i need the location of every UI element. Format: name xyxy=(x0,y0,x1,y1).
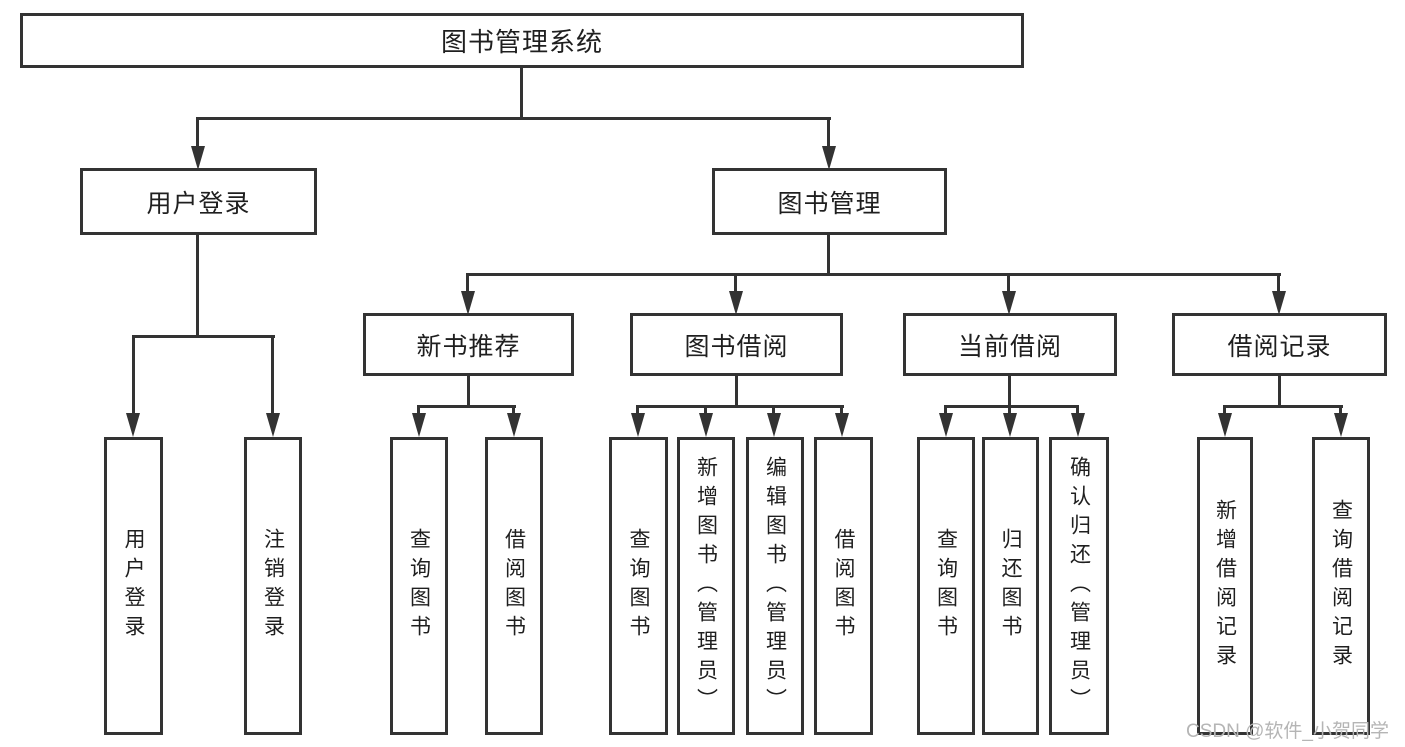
watermark-text: CSDN @软件_小贺同学 xyxy=(1186,721,1389,742)
node-new-book-recommendation: 新书推荐 xyxy=(363,313,574,376)
connector-line xyxy=(520,68,523,117)
connector-line xyxy=(1277,273,1280,291)
connector-line xyxy=(840,405,843,417)
arrowhead-down-icon xyxy=(412,413,426,437)
connector-line xyxy=(417,405,420,417)
connector-line xyxy=(196,235,199,335)
arrowhead-down-icon xyxy=(1002,291,1016,315)
node-label: 图书管理系统 xyxy=(440,27,603,57)
arrowhead-down-icon xyxy=(1272,291,1286,315)
connector-line xyxy=(636,405,844,408)
leaf-add-books-admin: 新增图书（管理员） xyxy=(677,437,735,735)
leaf-query-books: 查询图书 xyxy=(390,437,448,735)
connector-line xyxy=(827,117,830,148)
connector-line xyxy=(1008,405,1011,417)
connector-line xyxy=(1339,405,1342,417)
leaf-label: 编辑图书（管理员） xyxy=(763,455,787,717)
leaf-label: 新增借阅记录 xyxy=(1213,499,1237,673)
leaf-query-borrowing-record: 查询借阅记录 xyxy=(1312,437,1370,735)
connector-line xyxy=(944,405,947,417)
node-library-management-system: 图书管理系统 xyxy=(20,13,1024,68)
leaf-user-login: 用户登录 xyxy=(104,437,163,735)
connector-line xyxy=(132,335,135,415)
connector-line xyxy=(196,117,831,120)
arrowhead-down-icon xyxy=(191,146,205,170)
connector-line xyxy=(417,405,516,408)
node-label: 新书推荐 xyxy=(416,332,521,361)
arrowhead-down-icon xyxy=(126,413,140,437)
node-borrowing-records: 借阅记录 xyxy=(1172,313,1387,376)
arrowhead-down-icon xyxy=(1071,413,1085,437)
arrowhead-down-icon xyxy=(1334,413,1348,437)
arrowhead-down-icon xyxy=(1003,413,1017,437)
node-label: 借阅记录 xyxy=(1227,332,1332,361)
leaf-logout-login: 注销登录 xyxy=(244,437,302,735)
leaf-label: 借阅图书 xyxy=(832,528,855,644)
node-user-login: 用户登录 xyxy=(80,168,317,235)
leaf-confirm-return-admin: 确认归还（管理员） xyxy=(1049,437,1109,735)
leaf-label: 查询图书 xyxy=(627,528,650,644)
connector-line xyxy=(271,335,274,415)
arrowhead-down-icon xyxy=(266,413,280,437)
connector-line xyxy=(466,273,1281,276)
arrowhead-down-icon xyxy=(822,146,836,170)
node-label: 当前借阅 xyxy=(957,332,1062,361)
connector-line xyxy=(636,405,639,417)
leaf-label: 确认归还（管理员） xyxy=(1067,455,1091,717)
arrowhead-down-icon xyxy=(1218,413,1232,437)
arrowhead-down-icon xyxy=(507,413,521,437)
connector-line xyxy=(827,235,830,273)
arrowhead-down-icon xyxy=(461,291,475,315)
leaf-edit-books-admin: 编辑图书（管理员） xyxy=(746,437,804,735)
connector-line xyxy=(1076,405,1079,417)
leaf-label: 查询图书 xyxy=(934,528,958,644)
leaf-return-books: 归还图书 xyxy=(982,437,1039,735)
node-label: 图书借阅 xyxy=(684,332,789,361)
leaf-label: 新增图书（管理员） xyxy=(694,455,718,717)
connector-line xyxy=(466,273,469,291)
leaf-label: 查询图书 xyxy=(407,528,431,644)
leaf-borrow-books: 借阅图书 xyxy=(485,437,543,735)
leaf-label: 查询借阅记录 xyxy=(1329,499,1353,673)
arrowhead-down-icon xyxy=(631,413,645,437)
leaf-query-books-2: 查询图书 xyxy=(609,437,668,735)
connector-line xyxy=(1278,376,1281,405)
connector-line xyxy=(735,376,738,405)
connector-line xyxy=(1008,376,1011,405)
node-label: 图书管理 xyxy=(777,189,882,218)
connector-line xyxy=(132,335,275,338)
arrowhead-down-icon xyxy=(699,413,713,437)
leaf-label: 注销登录 xyxy=(261,528,285,644)
connector-line xyxy=(772,405,775,417)
node-label: 用户登录 xyxy=(146,189,251,218)
connector-line xyxy=(1223,405,1343,408)
connector-line xyxy=(944,405,1079,408)
connector-line xyxy=(467,376,470,405)
leaf-add-borrowing-record: 新增借阅记录 xyxy=(1197,437,1253,735)
leaf-label: 借阅图书 xyxy=(502,528,526,644)
arrowhead-down-icon xyxy=(939,413,953,437)
node-book-borrowing: 图书借阅 xyxy=(630,313,843,376)
arrowhead-down-icon xyxy=(835,413,849,437)
connector-line xyxy=(512,405,515,417)
node-book-management: 图书管理 xyxy=(712,168,947,235)
connector-line xyxy=(734,273,737,291)
connector-line xyxy=(1223,405,1226,417)
leaf-query-books-3: 查询图书 xyxy=(917,437,975,735)
connector-line xyxy=(196,117,199,148)
arrowhead-down-icon xyxy=(767,413,781,437)
leaf-label: 用户登录 xyxy=(122,528,145,644)
node-current-borrowing: 当前借阅 xyxy=(903,313,1117,376)
leaf-label: 归还图书 xyxy=(999,528,1022,644)
connector-line xyxy=(704,405,707,417)
connector-line xyxy=(1007,273,1010,291)
leaf-borrow-books-2: 借阅图书 xyxy=(814,437,873,735)
arrowhead-down-icon xyxy=(729,291,743,315)
